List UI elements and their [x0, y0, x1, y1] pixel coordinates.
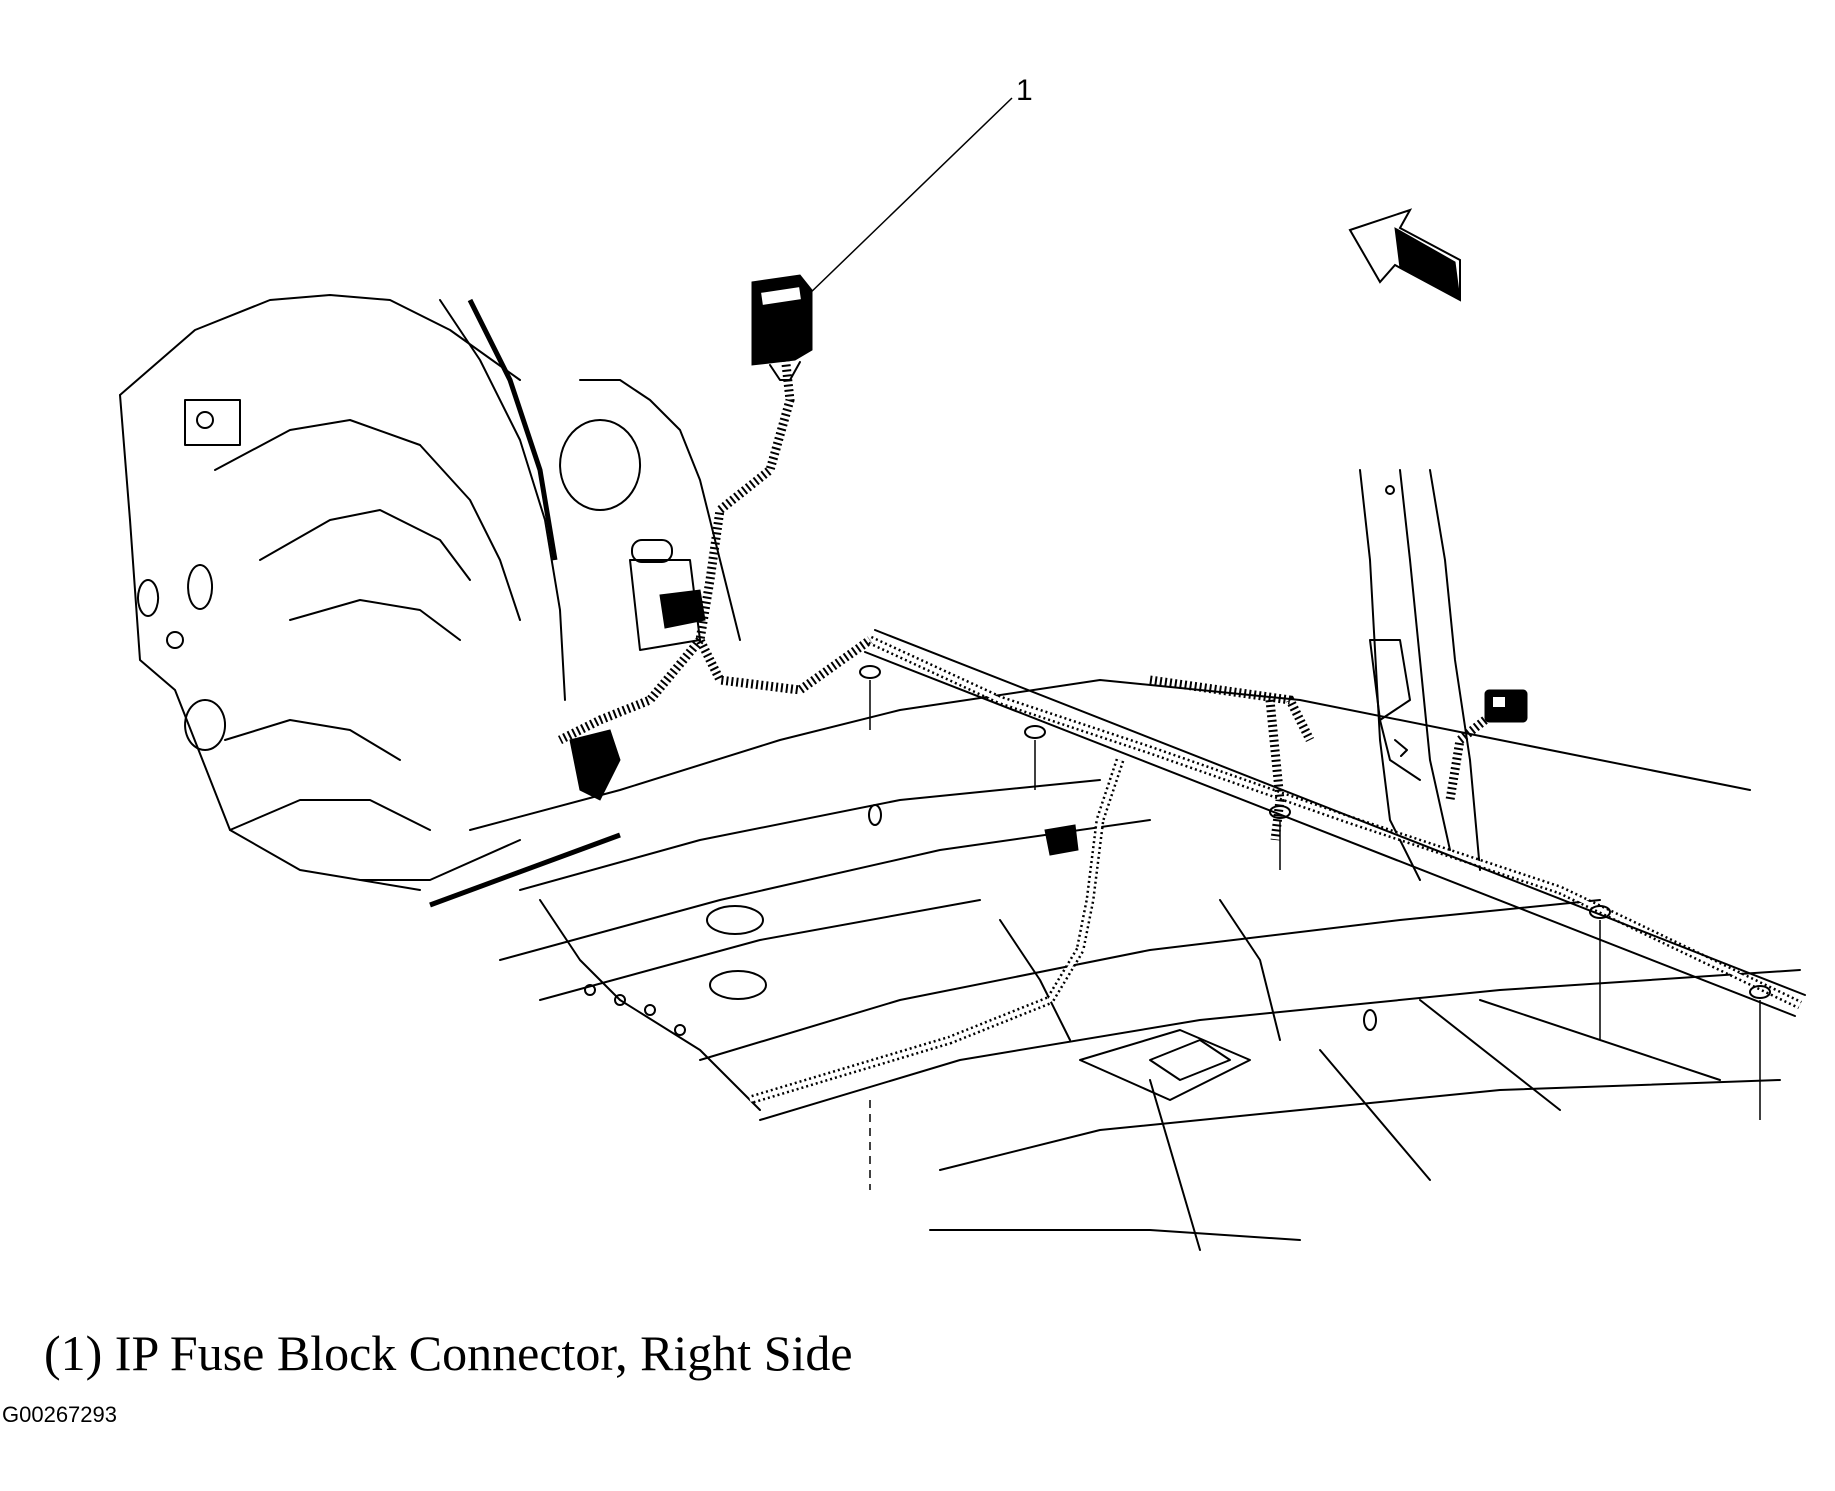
b-pillar — [1359, 469, 1481, 881]
b-pillar-connector — [1445, 689, 1528, 801]
figure-caption: (1) IP Fuse Block Connector, Right Side — [44, 1325, 853, 1381]
left-connectors — [569, 589, 1079, 856]
harness-branch-upper — [557, 309, 1315, 841]
harness-clips — [859, 665, 1771, 1190]
wiring-harness-diagram: 1 — [119, 74, 1806, 1251]
left-body-panel — [119, 294, 621, 908]
ip-fuse-block-connector — [751, 274, 813, 381]
callout-number: 1 — [1016, 74, 1033, 107]
main-harness — [864, 629, 1806, 1017]
callout-1: 1 — [804, 74, 1033, 299]
a-pillar — [439, 298, 741, 701]
front-direction-arrow — [1348, 208, 1461, 302]
harness-floor-cross — [748, 758, 1125, 1105]
figure-id: G00267293 — [2, 1402, 117, 1427]
